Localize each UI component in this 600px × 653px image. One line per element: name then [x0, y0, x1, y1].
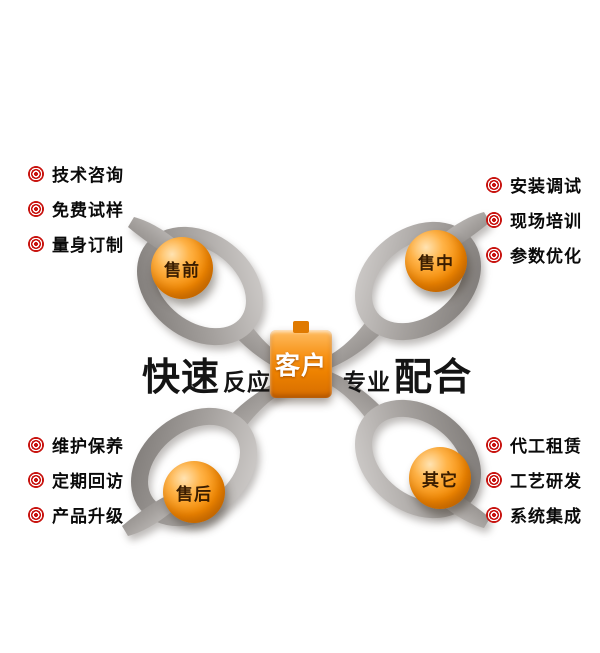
service-list-after-sale: 维护保养 定期回访 产品升级	[28, 434, 124, 539]
vortex-icon	[486, 211, 502, 228]
customer-box: 客户	[270, 330, 332, 398]
vortex-icon	[28, 506, 44, 523]
headline-professional: 专业	[343, 369, 391, 396]
service-list-mid-sale: 安装调试 现场培训 参数优化	[486, 174, 582, 279]
headline-response: 反应	[223, 369, 272, 396]
vortex-icon	[486, 436, 502, 453]
headline-left: 快速 反应	[142, 346, 274, 401]
headline-fast: 快速	[142, 354, 221, 399]
vortex-icon	[28, 200, 44, 217]
service-list-pre-sale: 技术咨询 免费试样 量身订制	[28, 163, 124, 268]
headline-cooperation: 配合	[394, 354, 473, 399]
list-item: 维护保养	[28, 434, 124, 457]
list-item: 工艺研发	[486, 469, 582, 492]
vortex-icon	[28, 165, 44, 182]
list-item: 量身订制	[28, 233, 124, 256]
list-item: 安装调试	[486, 174, 582, 197]
list-item: 系统集成	[486, 504, 582, 527]
list-item: 现场培训	[486, 209, 582, 232]
headline-right: 专业 配合	[340, 346, 472, 401]
node-other: 其它	[409, 447, 471, 509]
vortex-icon	[486, 506, 502, 523]
service-label: 技术咨询	[52, 166, 124, 186]
node-after-sale: 售后	[163, 461, 225, 523]
vortex-icon	[486, 471, 502, 488]
node-after-sale-label: 售后	[176, 484, 212, 505]
service-label: 免费试样	[52, 201, 124, 221]
service-label: 产品升级	[52, 507, 124, 527]
list-item: 产品升级	[28, 504, 124, 527]
service-label: 现场培训	[510, 212, 582, 232]
node-other-label: 其它	[422, 470, 458, 491]
list-item: 参数优化	[486, 244, 582, 267]
list-item: 免费试样	[28, 198, 124, 221]
service-label: 参数优化	[510, 247, 582, 267]
vortex-icon	[28, 471, 44, 488]
service-label: 量身订制	[52, 236, 124, 256]
list-item: 定期回访	[28, 469, 124, 492]
service-label: 工艺研发	[510, 472, 582, 492]
service-label: 安装调试	[510, 177, 582, 197]
list-item: 代工租赁	[486, 434, 582, 457]
vortex-icon	[28, 436, 44, 453]
vortex-icon	[486, 176, 502, 193]
vortex-icon	[486, 246, 502, 263]
service-label: 代工租赁	[510, 437, 582, 457]
service-label: 系统集成	[510, 507, 582, 527]
list-item: 技术咨询	[28, 163, 124, 186]
customer-box-label: 客户	[274, 351, 327, 380]
vortex-icon	[28, 235, 44, 252]
node-mid-sale-label: 售中	[418, 253, 454, 274]
node-mid-sale: 售中	[405, 230, 467, 292]
service-label: 维护保养	[52, 437, 124, 457]
node-pre-sale-label: 售前	[164, 260, 200, 281]
service-list-other: 代工租赁 工艺研发 系统集成	[486, 434, 582, 539]
service-label: 定期回访	[52, 472, 124, 492]
node-pre-sale: 售前	[151, 237, 213, 299]
